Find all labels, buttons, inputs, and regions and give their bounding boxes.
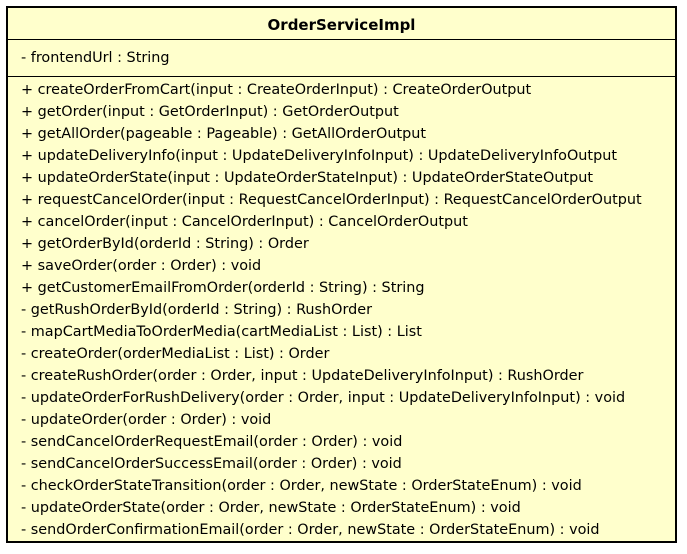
operation-item: - getRushOrderById(orderId : String) : R… xyxy=(21,302,373,318)
operation-item: + getOrderById(orderId : String) : Order xyxy=(21,236,309,252)
operation-item: - sendOrderConfirmationEmail(order : Ord… xyxy=(21,522,600,538)
operation-item: + cancelOrder(input : CancelOrderInput) … xyxy=(21,214,468,230)
operation-item: + requestCancelOrder(input : RequestCanc… xyxy=(21,192,642,208)
operation-item: + updateDeliveryInfo(input : UpdateDeliv… xyxy=(21,148,617,164)
operation-item: + getAllOrder(pageable : Pageable) : Get… xyxy=(21,126,426,142)
class-name: OrderServiceImpl xyxy=(267,16,416,34)
attribute-item: - frontendUrl : String xyxy=(21,50,170,66)
operation-item: + getOrder(input : GetOrderInput) : GetO… xyxy=(21,104,399,120)
attributes-operations-divider xyxy=(8,76,675,77)
operation-item: - updateOrder(order : Order) : void xyxy=(21,412,272,428)
operation-item: - checkOrderStateTransition(order : Orde… xyxy=(21,478,582,494)
operation-item: + saveOrder(order : Order) : void xyxy=(21,258,262,274)
operation-item: - createOrder(orderMediaList : List) : O… xyxy=(21,346,330,362)
operation-item: - updateOrderForRushDelivery(order : Ord… xyxy=(21,390,626,406)
operation-item: - updateOrderState(order : Order, newSta… xyxy=(21,500,521,516)
operation-item: + createOrderFromCart(input : CreateOrde… xyxy=(21,82,532,98)
operation-item: - sendCancelOrderRequestEmail(order : Or… xyxy=(21,434,403,450)
operation-item: + updateOrderState(input : UpdateOrderSt… xyxy=(21,170,594,186)
operation-item: - mapCartMediaToOrderMedia(cartMediaList… xyxy=(21,324,422,340)
operation-item: + getCustomerEmailFromOrder(orderId : St… xyxy=(21,280,425,296)
operation-list: + createOrderFromCart(input : CreateOrde… xyxy=(21,79,671,541)
name-attributes-divider xyxy=(8,39,675,40)
operation-item: - sendCancelOrderSuccessEmail(order : Or… xyxy=(21,456,402,472)
operation-item: - createRushOrder(order : Order, input :… xyxy=(21,368,584,384)
attribute-list: - frontendUrl : String xyxy=(21,47,671,69)
uml-class-box: OrderServiceImpl - frontendUrl : String … xyxy=(6,6,677,543)
